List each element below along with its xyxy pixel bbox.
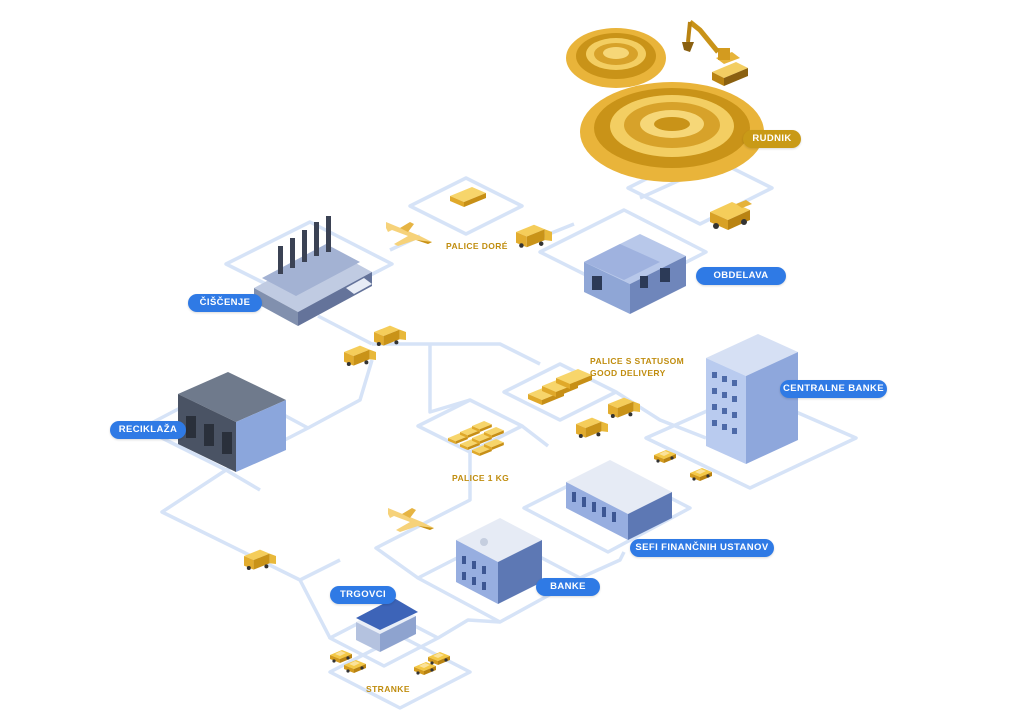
truck-icon: [344, 325, 406, 366]
office-building-icon: [566, 460, 672, 540]
warehouse-icon: [584, 234, 686, 314]
warehouse-icon: [178, 372, 286, 472]
label-reciklaza: RECIKLAŽA: [110, 421, 186, 439]
gold-bar-icon: [450, 187, 486, 207]
label-rudnik: RUDNIK: [743, 130, 801, 148]
label-good-delivery-line2: GOOD DELIVERY: [590, 368, 666, 378]
skyscraper-icon: [706, 334, 798, 464]
label-stranke: STRANKE: [366, 684, 410, 694]
factory-icon: [254, 216, 372, 326]
truck-icon: [576, 397, 640, 438]
label-palice-dore: PALICE DORÉ: [446, 241, 508, 251]
truck-icon: [516, 224, 552, 248]
label-centralne-banke: CENTRALNE BANKE: [780, 380, 887, 398]
label-banke: BANKE: [536, 578, 600, 596]
label-sefi: SEFI FINANČNIH USTANOV: [630, 539, 774, 557]
label-ciscenje: ČIŠČENJE: [188, 294, 262, 312]
label-palice-1kg: PALICE 1 KG: [452, 473, 510, 483]
office-building-icon: [456, 518, 542, 604]
dump-truck-icon: [710, 200, 752, 230]
label-trgovci: TRGOVCI: [330, 586, 396, 604]
label-obdelava: OBDELAVA: [696, 267, 786, 285]
open-pit-mine-icon: [566, 28, 764, 182]
excavator-icon: [682, 20, 748, 86]
label-good-delivery: PALICE S STATUSOM GOOD DELIVERY: [590, 355, 684, 379]
label-good-delivery-line1: PALICE S STATUSOM: [590, 356, 685, 366]
shop-icon: [356, 598, 418, 652]
